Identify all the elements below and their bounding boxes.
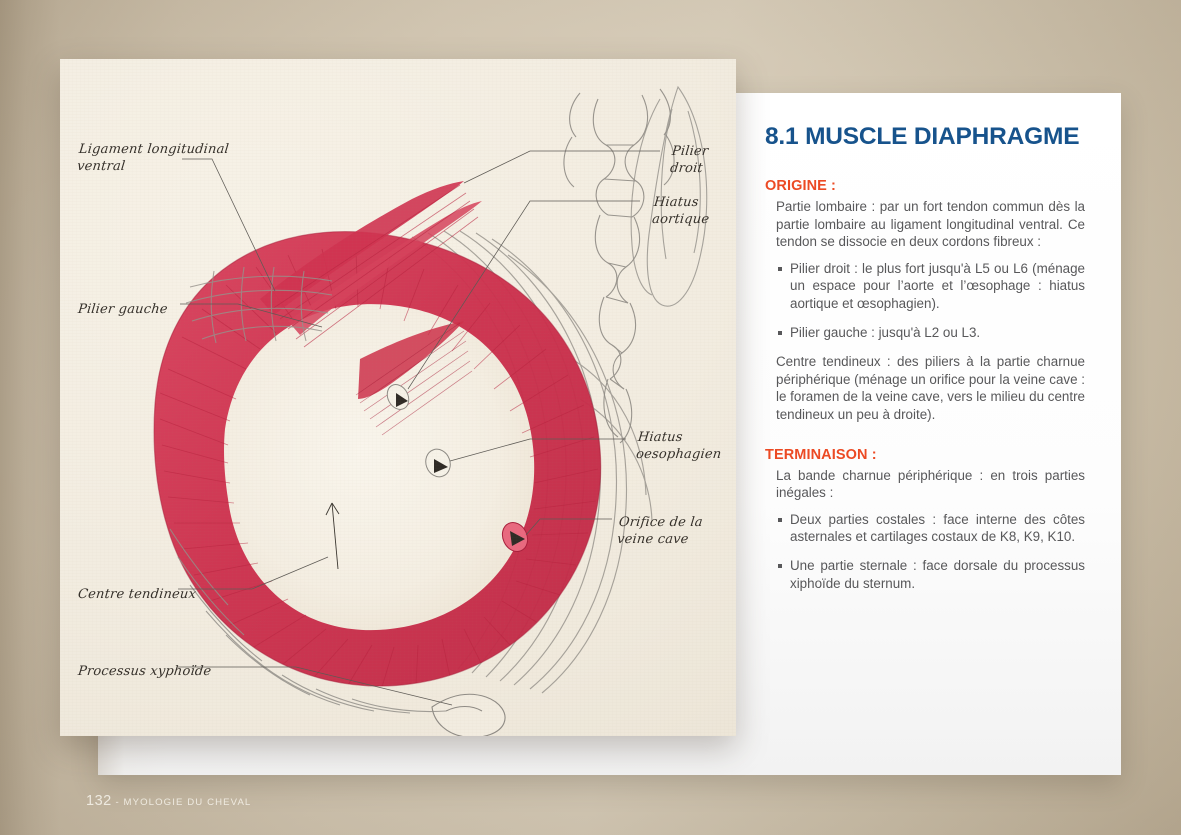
section-origine-outro: Centre tendineux : des piliers à la part… — [776, 354, 1085, 422]
label-pilier-gauche: Pilier gauche — [77, 302, 169, 317]
footer-page-number: 132 — [86, 793, 112, 809]
diaphragm-drawing — [153, 85, 708, 736]
thorax-outline-sketch — [185, 266, 333, 344]
costal-cartilages — [169, 528, 447, 714]
label-centre-tendineux: Centre tendineux — [77, 587, 197, 602]
section-origine: ORIGINE : Partie lombaire : par un fort … — [765, 178, 1085, 424]
text-column: 8.1 MUSCLE DIAPHRAGME ORIGINE : Partie l… — [765, 122, 1085, 596]
section-terminaison: TERMINAISON : La bande charnue périphéri… — [765, 447, 1085, 593]
list-item: Pilier gauche : jusqu'à L2 ou L3. — [778, 324, 1085, 342]
footer-book-title: MYOLOGIE DU CHEVAL — [123, 797, 252, 808]
list-item: Pilier droit : le plus fort jusqu'à L5 o… — [778, 260, 1085, 313]
hiatus-openings — [386, 384, 529, 553]
crural-pillars — [260, 181, 482, 436]
section-heading-terminaison: TERMINAISON : — [765, 446, 877, 463]
section-heading-origine: ORIGINE : — [765, 178, 836, 194]
background-left-edge-shadow — [0, 0, 60, 835]
plate-grain-overlay — [60, 59, 736, 736]
label-hiatus-aortique: Hiatus aortique — [651, 195, 711, 227]
label-leader-lines — [178, 150, 660, 706]
centre-tendineux-arrow — [325, 502, 340, 570]
label-ligament-longitudinal-ventral: Ligament longitudinal ventral — [76, 142, 230, 174]
caudal-structures-sketch — [630, 85, 708, 307]
footer-separator: - — [111, 797, 124, 808]
section-terminaison-bullets: Deux parties costales : face interne des… — [765, 511, 1085, 592]
label-orifice-veine-cave: Orifice de la veine cave — [616, 515, 704, 547]
list-item: Une partie sternale : face dorsale du pr… — [778, 557, 1085, 592]
list-item: Deux parties costales : face interne des… — [778, 511, 1085, 546]
anatomical-illustration-plate: Ligament longitudinal ventral Pilier gau… — [60, 59, 736, 736]
footer: 132 - MYOLOGIE DU CHEVAL — [86, 793, 251, 809]
section-terminaison-intro: La bande charnue périphérique : en trois… — [776, 467, 1085, 501]
section-origine-bullets: Pilier droit : le plus fort jusqu'à L5 o… — [765, 260, 1085, 341]
label-hiatus-oesophagien: Hiatus oesophagien — [635, 430, 723, 462]
label-processus-xyphoide: Processus xyphoïde — [77, 664, 213, 679]
diaphragm-dome — [153, 230, 602, 687]
page-title: 8.1 MUSCLE DIAPHRAGME — [765, 123, 1080, 150]
section-origine-intro: Partie lombaire : par un fort tendon com… — [776, 199, 1085, 250]
label-pilier-droit: Pilier droit — [669, 144, 710, 176]
